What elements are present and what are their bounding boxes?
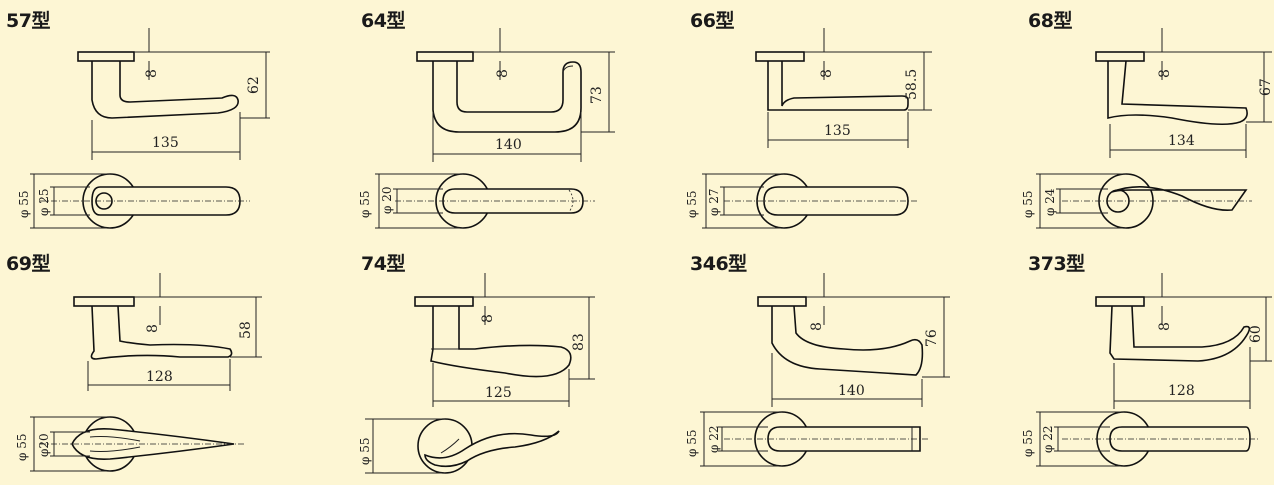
svg-text:83: 83 bbox=[571, 333, 587, 351]
svg-text:140: 140 bbox=[495, 137, 522, 153]
svg-text:8: 8 bbox=[144, 69, 160, 78]
svg-text:67: 67 bbox=[1258, 78, 1274, 96]
drawing-57: 8 62 135 φ 55 φ 25 bbox=[17, 28, 270, 229]
model-title: 74型 bbox=[361, 253, 405, 275]
svg-text:φ 24: φ 24 bbox=[1043, 188, 1057, 216]
svg-text:73: 73 bbox=[589, 86, 605, 104]
svg-text:134: 134 bbox=[1168, 133, 1195, 149]
svg-text:135: 135 bbox=[824, 123, 851, 139]
svg-text:φ 55: φ 55 bbox=[358, 438, 372, 466]
svg-text:8: 8 bbox=[819, 69, 835, 78]
drawing-373: 8 60 128 φ 55 φ 22 bbox=[1021, 273, 1272, 467]
model-title: 64型 bbox=[361, 10, 405, 32]
svg-text:8: 8 bbox=[495, 69, 511, 78]
drawing-64: 8 73 140 φ 55 φ 20 bbox=[358, 28, 615, 229]
svg-text:φ 20: φ 20 bbox=[380, 187, 394, 215]
svg-text:φ 22: φ 22 bbox=[1041, 426, 1055, 454]
model-title: 373型 bbox=[1028, 253, 1085, 275]
model-title: 69型 bbox=[6, 253, 50, 275]
svg-text:φ 55: φ 55 bbox=[1021, 191, 1035, 219]
svg-text:62: 62 bbox=[246, 76, 262, 94]
svg-text:φ 25: φ 25 bbox=[37, 189, 51, 217]
handle-64: 64型 8 73 140 φ 55 φ 20 bbox=[355, 0, 673, 242]
model-title: 57型 bbox=[6, 10, 50, 32]
handle-68: 68型 8 67 134 φ 55 φ 24 bbox=[1021, 0, 1274, 242]
svg-text:8: 8 bbox=[480, 314, 496, 323]
svg-text:60: 60 bbox=[1248, 325, 1264, 343]
svg-text:φ 55: φ 55 bbox=[358, 191, 372, 219]
drawing-74: 8 83 125 φ 55 bbox=[358, 273, 595, 474]
svg-text:58.5: 58.5 bbox=[904, 69, 920, 100]
svg-text:φ 55: φ 55 bbox=[17, 191, 31, 219]
handle-66: 66型 8 58.5 135 φ 55 φ 27 bbox=[684, 0, 1002, 242]
svg-text:φ 55: φ 55 bbox=[685, 430, 699, 458]
svg-text:128: 128 bbox=[146, 369, 173, 385]
svg-text:135: 135 bbox=[152, 135, 179, 151]
svg-text:8: 8 bbox=[145, 324, 161, 333]
svg-text:φ20: φ20 bbox=[37, 433, 51, 457]
svg-text:8: 8 bbox=[809, 322, 825, 331]
svg-text:58: 58 bbox=[238, 321, 254, 339]
drawing-68: 8 67 134 φ 55 φ 24 bbox=[1021, 28, 1274, 229]
model-title: 346型 bbox=[690, 253, 747, 275]
handle-74: 74型 8 83 125 φ 55 bbox=[355, 243, 673, 485]
svg-text:φ 55: φ 55 bbox=[1021, 430, 1035, 458]
svg-text:φ 27: φ 27 bbox=[707, 189, 721, 217]
model-title: 66型 bbox=[690, 10, 734, 32]
drawing-346: 8 76 140 φ 55 φ 22 bbox=[685, 273, 950, 467]
model-title: 68型 bbox=[1028, 10, 1072, 32]
handle-346: 346型 8 76 140 φ 55 φ 22 bbox=[684, 243, 1002, 485]
svg-text:φ 55: φ 55 bbox=[685, 191, 699, 219]
drawing-66: 8 58.5 135 φ 55 φ 27 bbox=[685, 28, 932, 229]
handle-69: 69型 8 58 128 φ 55 φ20 bbox=[0, 243, 318, 485]
svg-text:φ 55: φ 55 bbox=[15, 434, 29, 462]
svg-text:128: 128 bbox=[1168, 383, 1195, 399]
svg-text:140: 140 bbox=[838, 383, 865, 399]
handle-373: 373型 8 60 128 φ 55 φ 22 bbox=[1021, 243, 1274, 485]
svg-text:φ 22: φ 22 bbox=[707, 426, 721, 454]
svg-text:125: 125 bbox=[485, 385, 512, 401]
handle-57: 57型 8 62 135 φ 55 φ 25 bbox=[0, 0, 318, 242]
drawing-69: 8 58 128 φ 55 φ20 bbox=[15, 273, 262, 472]
svg-text:76: 76 bbox=[924, 329, 940, 347]
svg-text:8: 8 bbox=[1157, 69, 1173, 78]
svg-text:8: 8 bbox=[1157, 322, 1173, 331]
